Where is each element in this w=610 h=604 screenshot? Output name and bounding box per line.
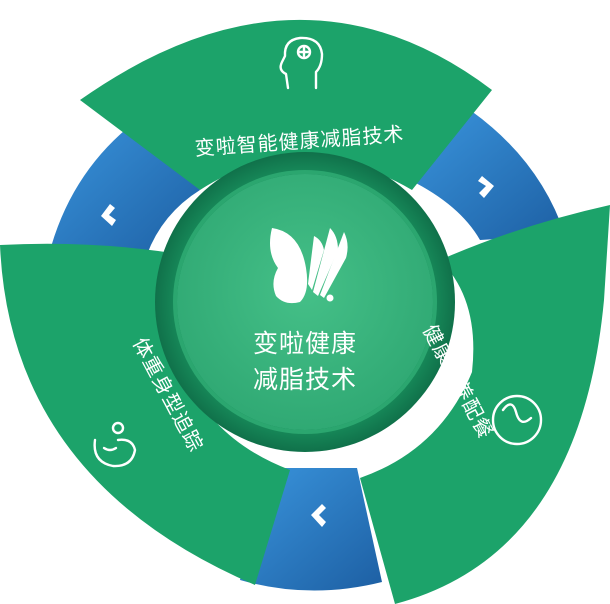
chevron-left-icon	[311, 504, 326, 527]
segment-left	[0, 243, 290, 585]
head-brain-icon	[279, 36, 324, 90]
center-title-line2: 减脂技术	[253, 365, 357, 394]
segment-top	[80, 19, 492, 190]
body-scale-icon	[93, 421, 137, 468]
nutrition-circle-icon	[491, 394, 543, 446]
center-title-line1: 变啦健康	[253, 329, 357, 358]
chevron-left-icon	[101, 204, 116, 226]
chevron-right-icon	[478, 176, 494, 198]
butterfly-logo-icon	[270, 228, 348, 304]
center-hub: 变啦健康 减脂技术	[155, 152, 455, 452]
segment-right	[360, 205, 610, 604]
